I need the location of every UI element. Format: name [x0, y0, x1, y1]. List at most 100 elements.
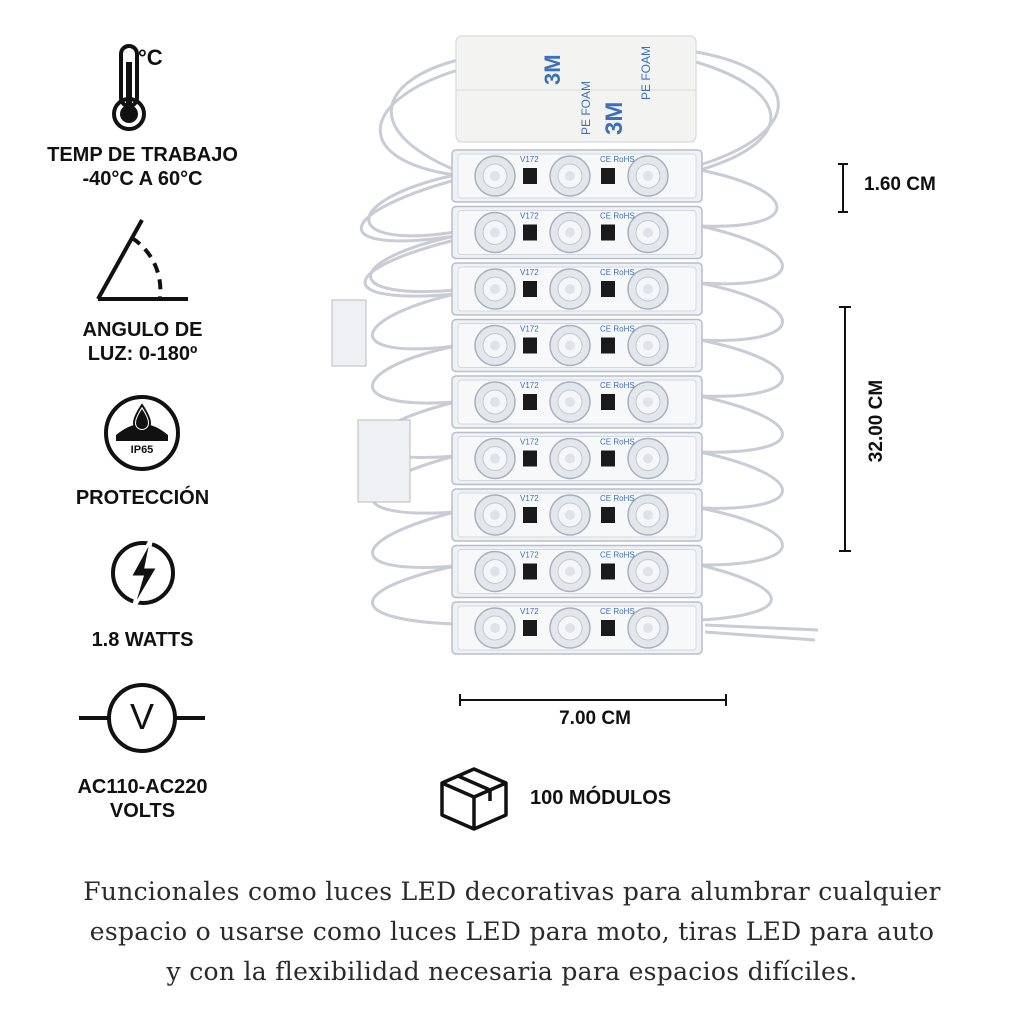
temp-unit: °C	[138, 45, 163, 70]
height-dimension: 1.60 CM	[864, 174, 936, 195]
led-lens	[474, 155, 516, 197]
led-lens	[627, 437, 669, 480]
cert-mark: CE RoHS	[600, 607, 635, 616]
angle-label: ANGULO DE LUZ: 0-180º	[20, 318, 265, 366]
led-chip	[523, 563, 537, 580]
chip-mark: V172	[520, 325, 539, 334]
led-module: CE RoHS V172	[451, 149, 703, 203]
height-dimension-line	[838, 163, 848, 213]
led-chip	[601, 394, 615, 410]
cert-mark: CE RoHS	[600, 325, 635, 334]
led-chip	[601, 507, 615, 523]
led-lens	[474, 324, 516, 367]
led-module: CE RoHS V172	[451, 318, 703, 373]
led-module: CE RoHS V172	[451, 375, 703, 429]
tape-foam-text: PE FOAM	[579, 81, 593, 135]
wire-loops	[359, 50, 819, 642]
temp-label: TEMP DE TRABAJO -40°C A 60°C	[20, 143, 265, 191]
wire-connector	[357, 419, 411, 503]
cert-mark: CE RoHS	[600, 551, 635, 560]
led-module: CE RoHS V172	[451, 601, 703, 655]
led-lens	[549, 437, 591, 480]
led-lens	[549, 211, 591, 254]
description-line1: Funcionales como luces LED decorativas p…	[83, 877, 941, 906]
led-lens	[627, 381, 669, 423]
led-lens	[627, 494, 669, 536]
temp-line1: TEMP DE TRABAJO	[47, 144, 238, 166]
led-module: CE RoHS V172	[451, 262, 703, 316]
led-module: CE RoHS V172	[451, 205, 703, 260]
cert-mark: CE RoHS	[600, 381, 635, 390]
tape-brand-text: 3M	[540, 54, 565, 85]
led-chip	[523, 224, 537, 241]
chip-mark: V172	[520, 155, 539, 164]
led-chip	[601, 337, 615, 354]
volt-symbol: V	[129, 696, 154, 737]
led-lens	[474, 550, 516, 593]
chip-mark: V172	[520, 381, 539, 390]
tape-brand-text-2: 3M	[601, 102, 628, 135]
cert-mark: CE RoHS	[600, 494, 635, 503]
chip-mark: V172	[520, 607, 539, 616]
led-lens	[549, 155, 591, 197]
led-chip	[601, 281, 615, 297]
led-lens	[474, 607, 516, 649]
tape-foam-text-2: PE FOAM	[639, 46, 653, 100]
led-lens	[627, 268, 669, 310]
led-lens	[627, 324, 669, 367]
led-chip	[601, 224, 615, 241]
led-lens	[627, 550, 669, 593]
led-modules: CE RoHS V172 CE RoHS V172 CE RoHS V172 CE RoHS…	[451, 149, 703, 655]
led-lens	[549, 494, 591, 536]
description-line3: y con la flexibilidad necesaria para esp…	[166, 957, 858, 986]
width-dimension: 7.00 CM	[559, 708, 631, 729]
led-lens	[474, 381, 516, 423]
led-chip	[601, 620, 615, 636]
led-lens	[474, 211, 516, 254]
led-chip	[601, 563, 615, 580]
led-lens	[627, 211, 669, 254]
led-chip	[601, 450, 615, 467]
thermometer-icon	[112, 44, 146, 131]
led-lens	[549, 268, 591, 310]
volts-line1: AC110-AC220	[77, 776, 208, 798]
ip65-icon	[104, 395, 180, 471]
led-lens	[549, 381, 591, 423]
box-icon	[440, 767, 508, 831]
led-lens	[549, 324, 591, 367]
length-dimension-line	[839, 306, 851, 552]
angle-line1: ANGULO DE	[82, 319, 203, 341]
adhesive-tape-block	[455, 35, 697, 143]
watts-label: 1.8 WATTS	[91, 629, 194, 651]
led-lens	[474, 494, 516, 536]
led-chip	[523, 168, 537, 184]
chip-mark: V172	[520, 268, 539, 277]
led-chip	[601, 168, 615, 184]
cert-mark: CE RoHS	[600, 155, 635, 164]
led-chip	[523, 507, 537, 523]
voltmeter-icon	[79, 683, 205, 753]
description-line2: espacio o usarse como luces LED para mot…	[89, 917, 935, 946]
angle-line2: LUZ: 0-180º	[87, 343, 198, 365]
led-lens	[627, 607, 669, 649]
led-lens	[549, 550, 591, 593]
led-chip	[523, 337, 537, 354]
product-description: Funcionales como luces LED decorativas p…	[40, 872, 984, 992]
width-dimension-line	[459, 694, 727, 706]
led-lens	[549, 607, 591, 649]
cert-mark: CE RoHS	[600, 268, 635, 277]
cert-mark: CE RoHS	[600, 212, 635, 221]
led-chip	[523, 394, 537, 410]
temp-line2: -40°C A 60°C	[82, 168, 203, 190]
cert-mark: CE RoHS	[600, 438, 635, 447]
length-dimension: 32.00 CM	[866, 379, 887, 463]
led-chip	[523, 281, 537, 297]
angle-icon	[96, 219, 188, 301]
protection-label: PROTECCIÓN	[75, 487, 210, 509]
chip-mark: V172	[520, 212, 539, 221]
led-lens	[474, 268, 516, 310]
modules-count: 100 MÓDULOS	[530, 787, 672, 809]
led-lens	[474, 437, 516, 480]
